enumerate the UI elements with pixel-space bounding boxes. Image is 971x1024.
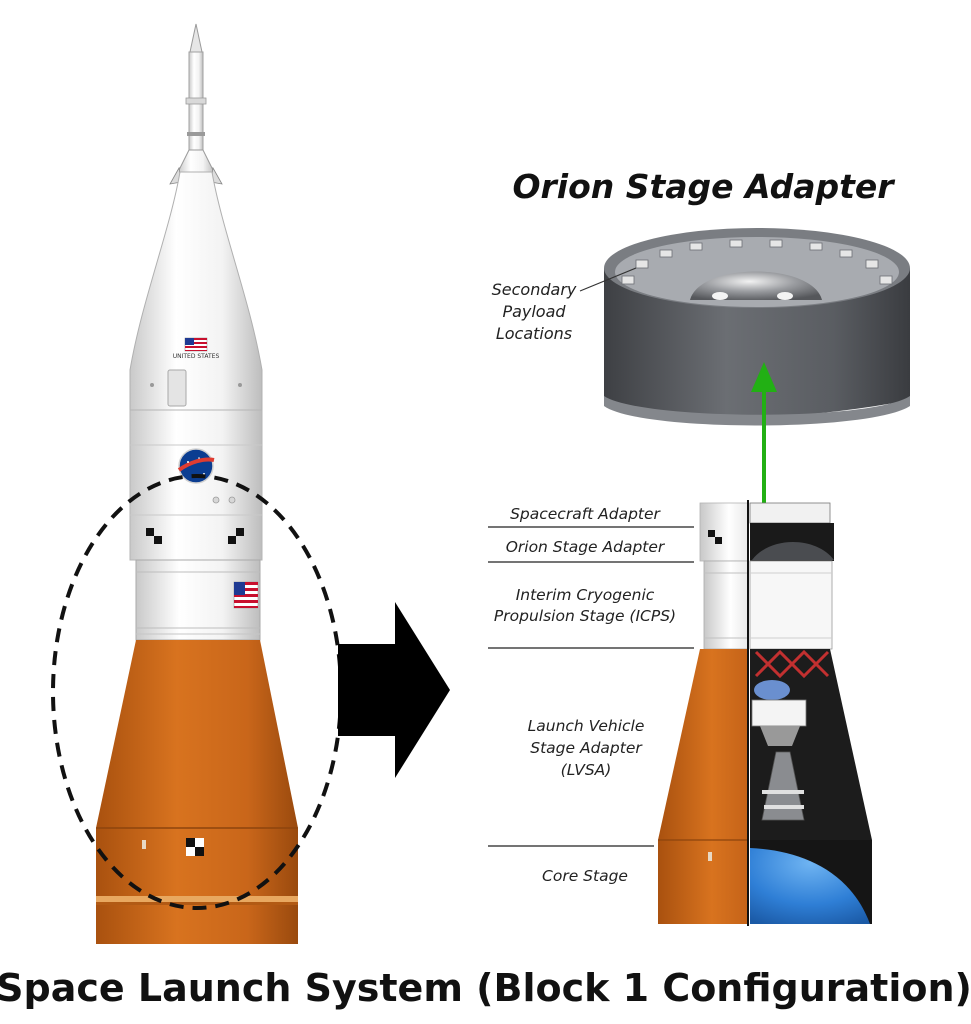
- launch-abort-tower: [169, 23, 223, 185]
- section-dividers: [488, 526, 694, 847]
- label-spacecraft-adapter: Spacecraft Adapter: [510, 505, 661, 523]
- cutaway-stack: [658, 500, 872, 926]
- orion-stage-adapter-render: [604, 228, 910, 426]
- label-orion-stage-adapter: Orion Stage Adapter: [506, 538, 666, 556]
- sls-vehicle: UNITED STATES: [96, 23, 298, 944]
- label-core-stage: Core Stage: [542, 867, 628, 885]
- label-lvsa-line-2: Stage Adapter: [530, 739, 643, 757]
- label-icps-line-1: Interim Cryogenic: [516, 586, 655, 604]
- orion-fairing: [129, 171, 263, 411]
- label-lvsa-line-1: Launch Vehicle: [528, 717, 645, 735]
- us-flag-icon: [233, 581, 259, 609]
- callout-line-1: Secondary: [492, 280, 577, 299]
- page-title: Space Launch System (Block 1 Configurati…: [0, 966, 971, 1010]
- fairing-hatch: [167, 369, 187, 407]
- label-icps-line-2: Propulsion Stage (ICPS): [494, 607, 676, 625]
- alignment-marks: [146, 528, 244, 544]
- vehicle-marking: UNITED STATES: [173, 353, 220, 360]
- secondary-payload-callout: Secondary Payload Locations: [492, 267, 637, 343]
- lvsa-cone: [96, 640, 298, 828]
- callout-line-2: Payload: [502, 302, 566, 321]
- arrow-right-icon: [338, 602, 450, 778]
- us-flag-icon: [184, 337, 208, 352]
- callout-line-3: Locations: [496, 324, 572, 343]
- detail-title: Orion Stage Adapter: [512, 167, 895, 206]
- alignment-marks: [186, 838, 204, 856]
- section-labels: Spacecraft Adapter Orion Stage Adapter I…: [494, 505, 676, 885]
- label-lvsa-line-3: (LVSA): [561, 761, 612, 779]
